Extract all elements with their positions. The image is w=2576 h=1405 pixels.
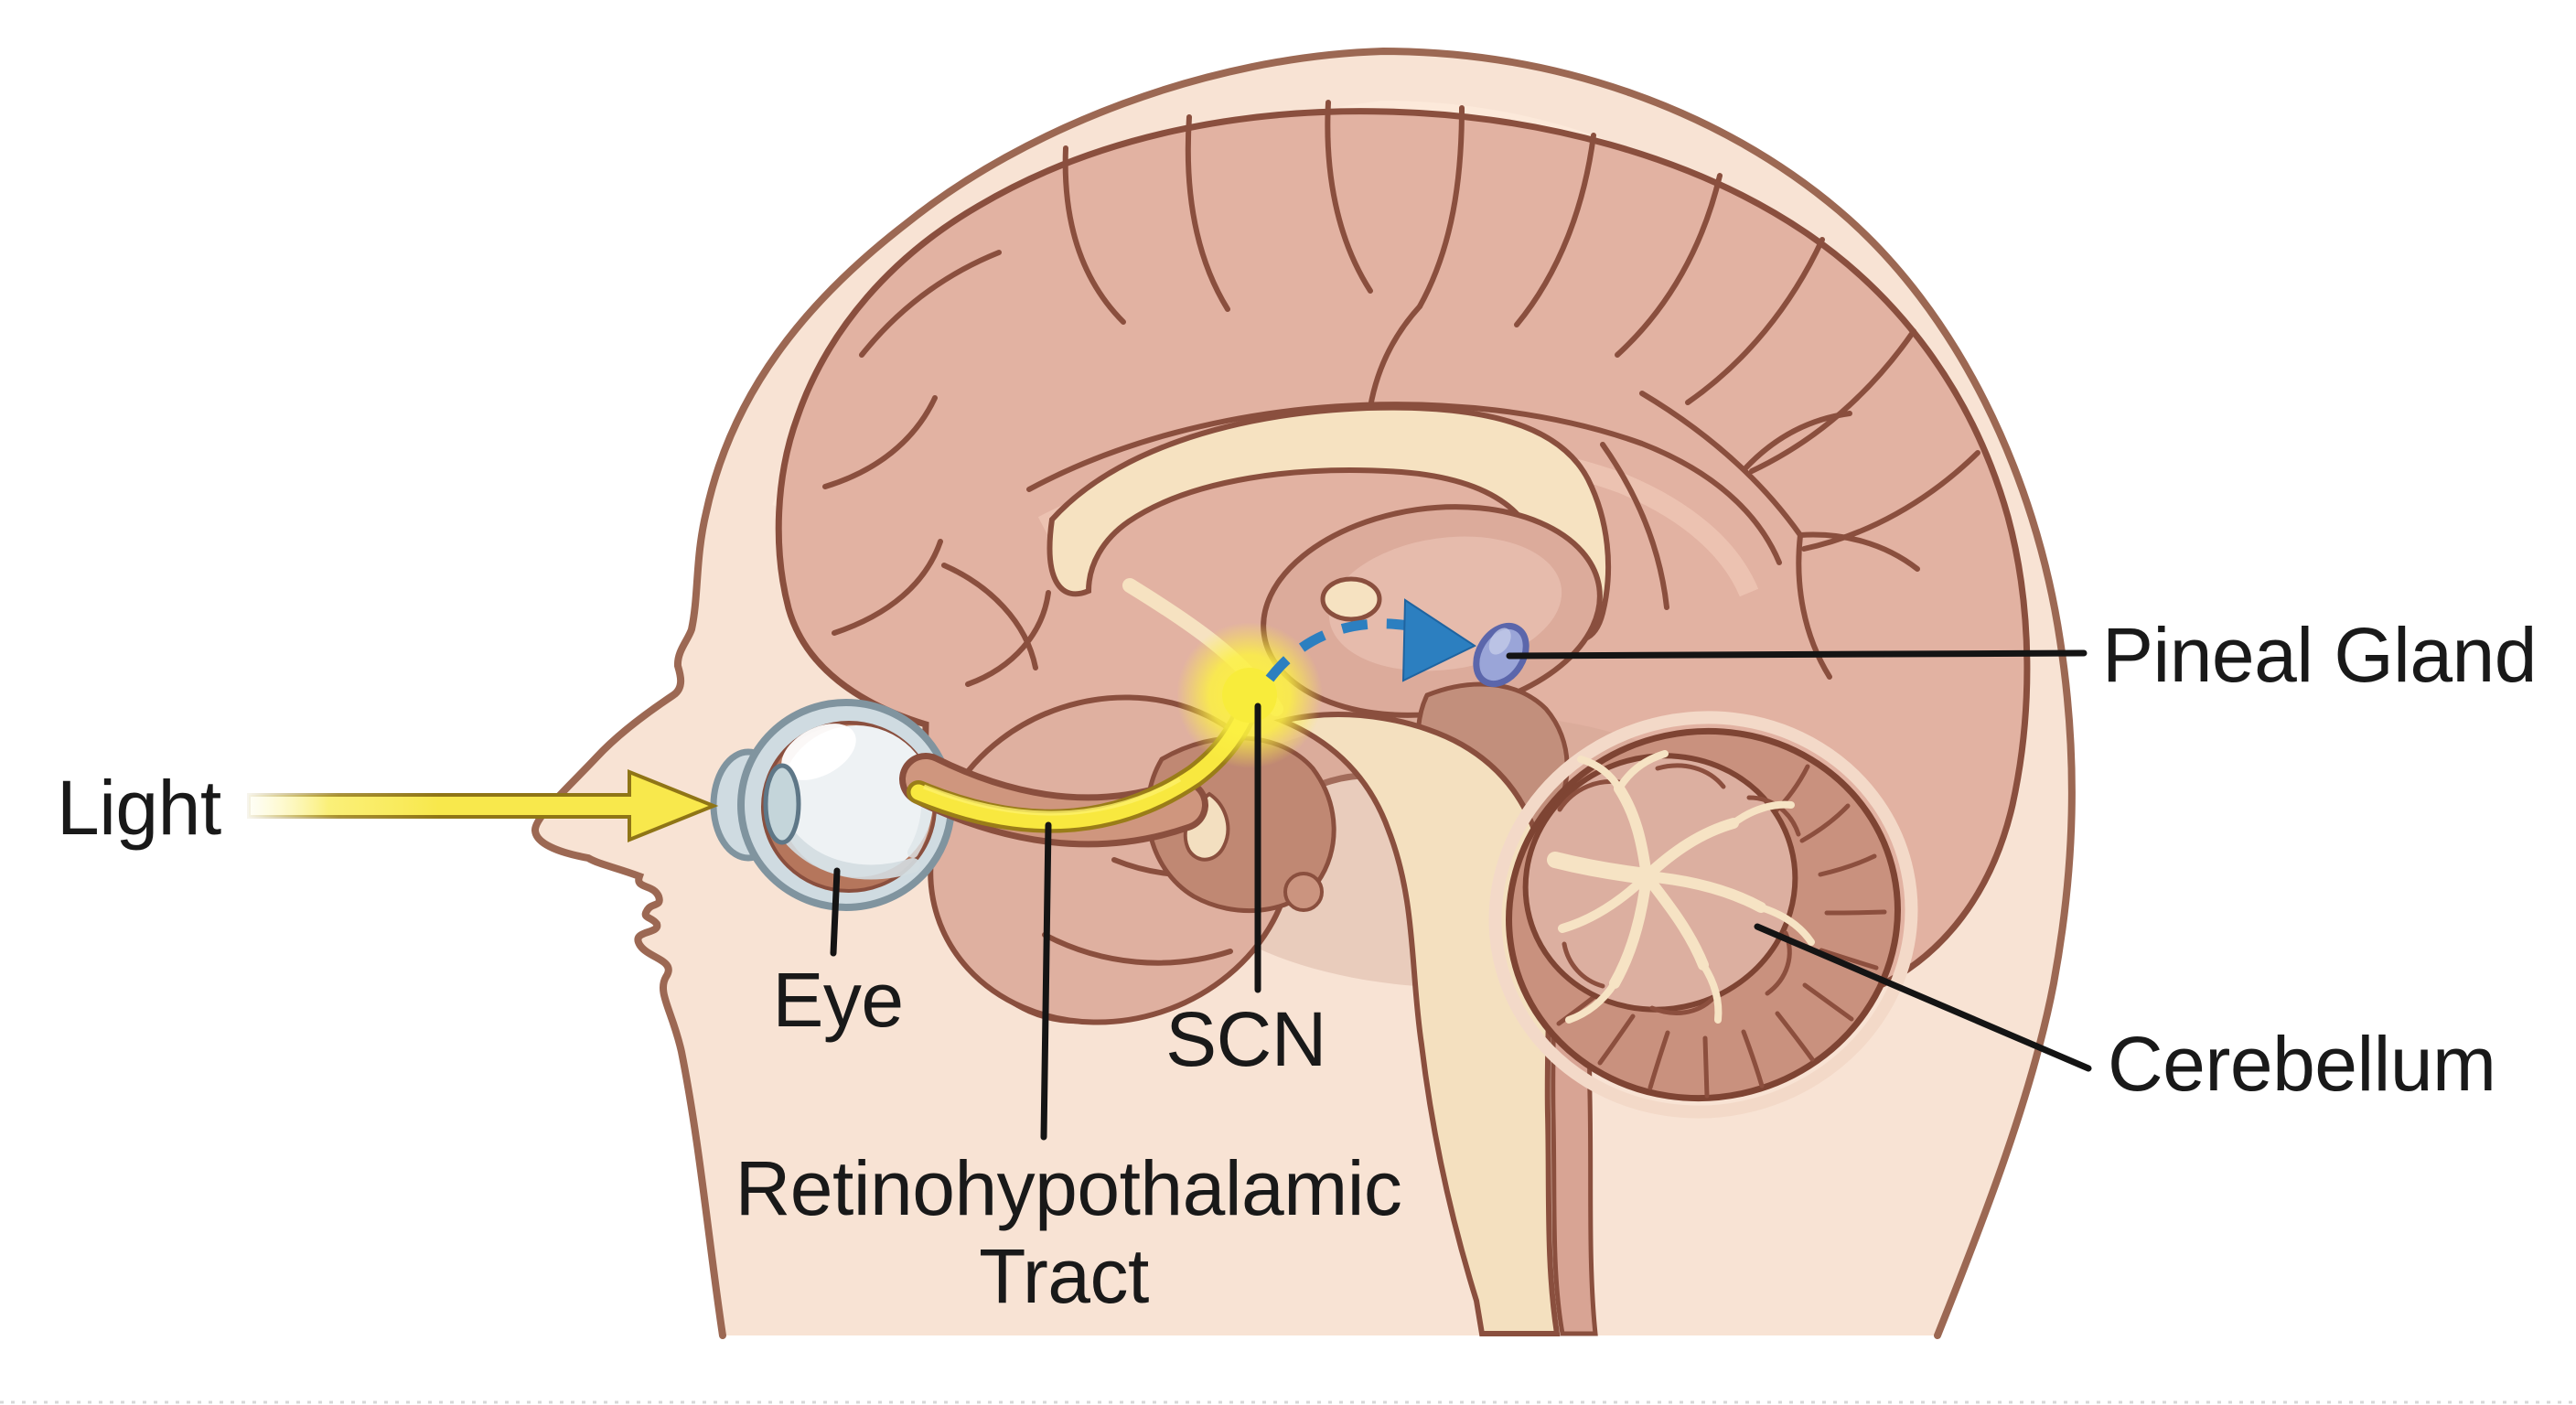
signal-arrowhead-icon <box>1401 598 1477 682</box>
scn-to-pineal-arrow <box>1265 598 1477 682</box>
label-pineal-gland: Pineal Gland <box>2102 612 2537 698</box>
brainstem <box>1273 712 1561 1336</box>
label-eye: Eye <box>772 957 903 1043</box>
head-outline <box>531 47 2076 1339</box>
label-rht-line2: Tract <box>979 1233 1149 1319</box>
cerebellum-folia <box>1556 764 1887 1099</box>
mammillary-body <box>1283 872 1324 912</box>
eye-highlight <box>781 724 856 780</box>
arbor-vitae <box>1547 750 1815 1024</box>
leader-lines <box>830 649 2092 1141</box>
eye-leader-line <box>830 867 841 957</box>
pineal-leader-line <box>1506 649 2088 660</box>
interthalamic-adhesion <box>1320 576 1382 622</box>
label-cerebellum: Cerebellum <box>2108 1021 2496 1107</box>
pineal-highlight <box>1488 627 1511 655</box>
pineal-gland-shape <box>1473 622 1530 688</box>
scn-nucleus <box>1176 622 1323 768</box>
rht-leader-line <box>1040 821 1052 1141</box>
label-scn: SCN <box>1165 996 1326 1082</box>
dashed-signal-path <box>1265 618 1410 682</box>
cerebral-sulci <box>822 100 1980 870</box>
cerebellum-structure <box>1488 711 1918 1119</box>
cerebellum-leader-line <box>1754 923 2092 1072</box>
label-light: Light <box>57 765 221 851</box>
eye-lower-shade <box>783 831 920 880</box>
tract-sheen <box>923 777 1182 816</box>
label-rht-line1: Retinohypothalamic <box>735 1145 1402 1231</box>
scn-core <box>1222 668 1277 723</box>
labels: Light Eye SCN Retinohypothalamic Tract P… <box>57 612 2538 1319</box>
light-arrow-icon <box>247 769 719 842</box>
cerebellum-halo <box>1488 711 1918 1119</box>
eye-lens <box>763 763 801 845</box>
